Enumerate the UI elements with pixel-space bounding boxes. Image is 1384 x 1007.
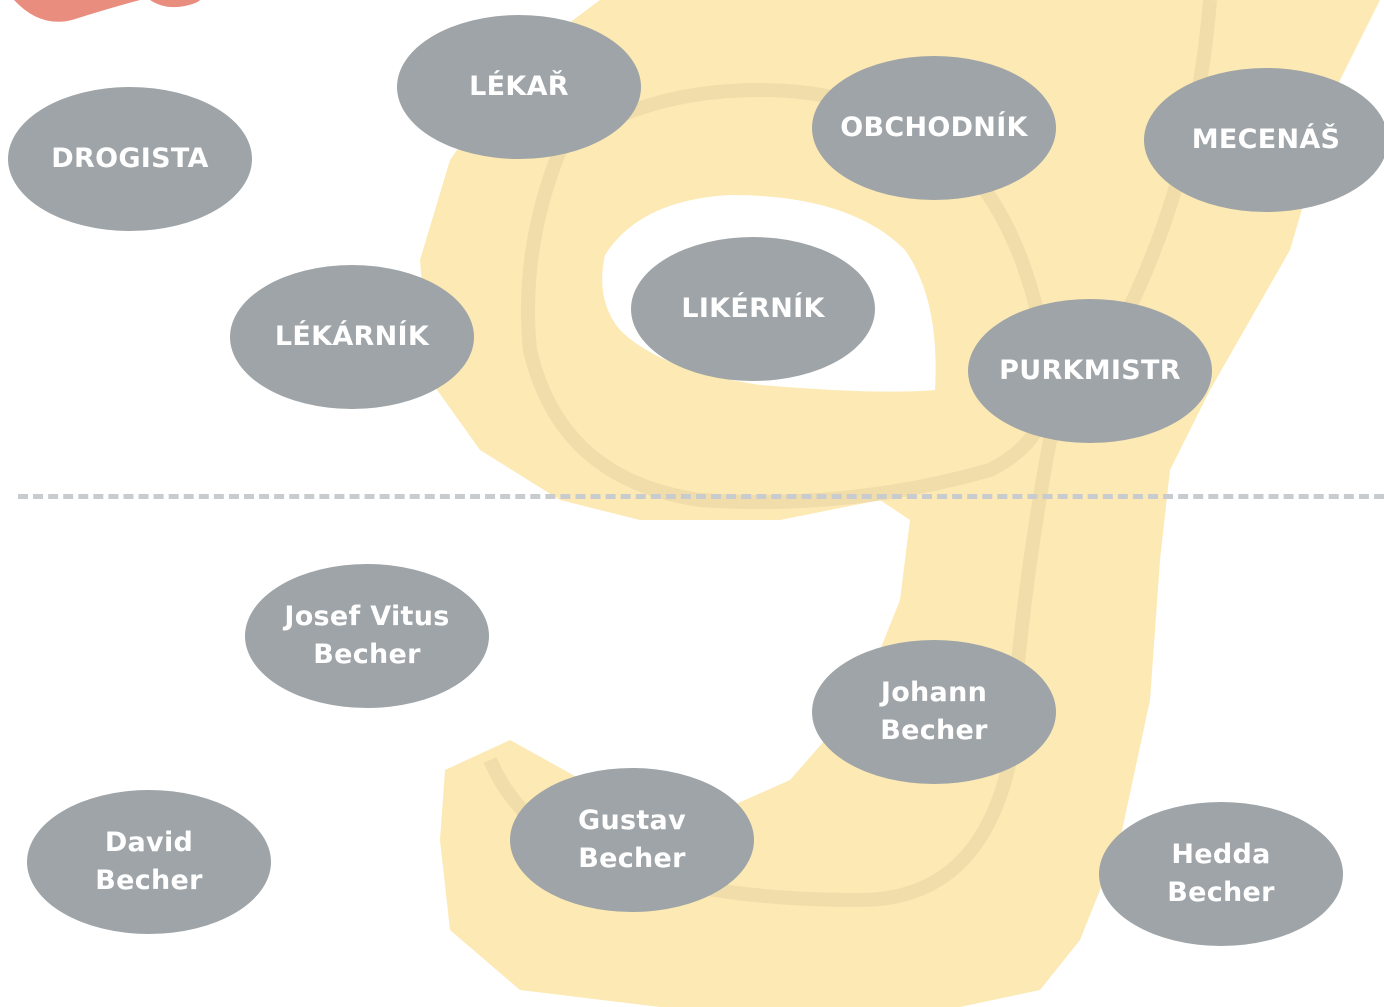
person-card-hedda[interactable]: Hedda Becher (1099, 802, 1343, 946)
profession-card-lekar[interactable]: LÉKAŘ (397, 15, 641, 159)
profession-card-lekarnik[interactable]: LÉKÁRNÍK (230, 265, 474, 409)
profession-label-mecenas: MECENÁŠ (1191, 124, 1341, 155)
profession-label-obchodnik: OBCHODNÍK (840, 112, 1028, 143)
person-last-name: Becher (1167, 877, 1275, 908)
profession-card-mecenas[interactable]: MECENÁŠ (1144, 68, 1384, 212)
profession-label-lekarnik: LÉKÁRNÍK (274, 321, 430, 352)
person-card-josef-vitus[interactable]: Josef Vitus Becher (245, 564, 489, 708)
letter-g-guide-bowl (521, 82, 1058, 509)
profession-label-purkmistr: PURKMISTR (999, 355, 1181, 386)
person-first-name: Gustav (578, 805, 686, 836)
person-first-name: David (104, 827, 194, 858)
person-first-name: Hedda (1171, 839, 1271, 870)
profession-label-drogista: DROGISTA (51, 143, 209, 174)
person-first-name: Johann (880, 677, 988, 708)
person-last-name: Becher (880, 715, 988, 746)
hand-illustration (14, 0, 200, 22)
person-last-name: Becher (313, 639, 421, 670)
person-first-name: Josef Vitus (284, 601, 450, 632)
section-divider (18, 494, 1384, 499)
profession-card-drogista[interactable]: DROGISTA (8, 87, 252, 231)
profession-label-lekar: LÉKAŘ (469, 71, 569, 102)
profession-card-purkmistr[interactable]: PURKMISTR (968, 299, 1212, 443)
profession-label-likernik: LIKÉRNÍK (681, 293, 825, 324)
person-card-johann[interactable]: Johann Becher (812, 640, 1056, 784)
person-card-david[interactable]: David Becher (27, 790, 271, 934)
person-last-name: Becher (95, 865, 203, 896)
person-last-name: Becher (578, 843, 686, 874)
profession-card-likernik[interactable]: LIKÉRNÍK (631, 237, 875, 381)
profession-card-obchodnik[interactable]: OBCHODNÍK (812, 56, 1056, 200)
person-card-gustav[interactable]: Gustav Becher (510, 768, 754, 912)
